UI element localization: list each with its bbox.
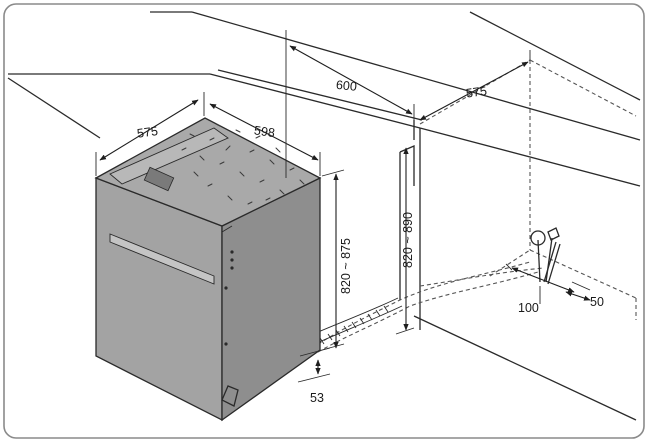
control-panel-icon [143, 166, 175, 192]
label-dishwasher-width: 598 [253, 123, 276, 140]
label-dishwasher-depth: 575 [136, 124, 159, 141]
label-niche-height: 820 ~ 890 [401, 212, 415, 268]
dimension-labels: 575 598 600 575 820 ~ 875 820 ~ 890 53 1… [136, 78, 604, 405]
label-outlet-offset: 50 [590, 295, 604, 309]
label-appliance-height: 820 ~ 875 [339, 238, 353, 294]
dishwasher [94, 117, 322, 422]
dimension-lines [95, 30, 591, 383]
label-niche-depth: 575 [465, 84, 488, 101]
door-handle [109, 233, 215, 285]
label-niche-width: 600 [335, 78, 357, 94]
label-plinth-gap: 53 [310, 391, 324, 405]
label-outlet-distance: 100 [518, 301, 539, 315]
